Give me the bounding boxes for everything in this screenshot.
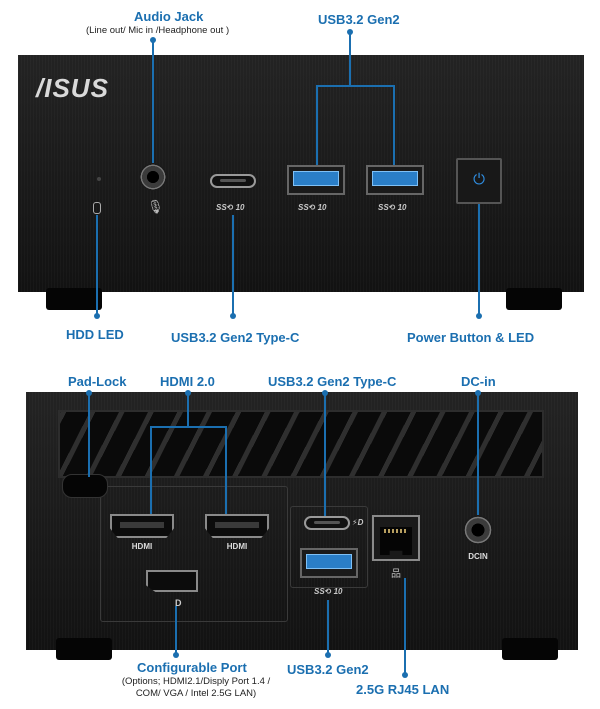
- hdmi-2-label: HDMI: [226, 542, 248, 551]
- usb-gen2-leader-left: [316, 85, 318, 165]
- hdd-led-indicator: [97, 177, 101, 181]
- rear-usba-ss-label: SS⟲ 10: [314, 587, 343, 596]
- hdmi-port-1: [110, 514, 174, 538]
- hdd-led-leader: [96, 215, 98, 315]
- vent-grille: [58, 410, 544, 478]
- hdd-icon: [93, 202, 101, 214]
- configurable-subtitle: (Options; HDMI2.1/Disply Port 1.4 / COM/…: [121, 676, 271, 699]
- hdmi-1-label: HDMI: [131, 542, 153, 551]
- dcin-jack: [463, 515, 493, 545]
- dcin-label: DCIN: [468, 552, 488, 561]
- displayport: [146, 570, 198, 592]
- lan-leader: [404, 578, 406, 676]
- rear-usbc-callout: USB3.2 Gen2 Type-C: [268, 374, 397, 389]
- power-dot: [476, 313, 482, 319]
- front-usbc-callout: USB3.2 Gen2 Type-C: [171, 330, 300, 345]
- rear-usbc-port: [304, 516, 350, 530]
- lan-icon: 品: [391, 569, 401, 580]
- hdmi-leader-main: [187, 393, 189, 427]
- configurable-dot: [173, 652, 179, 658]
- displayport-icon: D: [175, 598, 182, 608]
- usb-gen2-leader-right: [393, 85, 395, 165]
- configurable-leader: [175, 606, 177, 654]
- front-usba-port-1: [287, 165, 345, 195]
- power-callout: Power Button & LED: [407, 330, 535, 345]
- hdmi-callout: HDMI 2.0: [160, 374, 215, 389]
- headset-mic-icon: 🎙: [147, 199, 164, 214]
- lan-callout: 2.5G RJ45 LAN: [356, 682, 450, 697]
- lan-dot: [402, 672, 408, 678]
- usb-gen2-leader-main: [349, 32, 351, 86]
- front-usbc-ss-label: SS⟲ 10: [216, 203, 245, 212]
- front-usbc-dot: [230, 313, 236, 319]
- configurable-port-panel: [100, 486, 288, 622]
- io-panel: [290, 506, 368, 588]
- audio-jack-callout: Audio Jack: [134, 9, 204, 24]
- power-button[interactable]: ⏻: [456, 158, 502, 204]
- rear-foot-right: [502, 638, 558, 660]
- audio-jack: [139, 163, 167, 191]
- pad-lock-leader: [88, 393, 90, 477]
- hdmi-leader-left: [150, 426, 152, 514]
- hdmi-leader-right: [225, 426, 227, 514]
- usb-gen2-leader-bar: [316, 85, 395, 87]
- rear-usba-leader: [327, 600, 329, 654]
- rear-usbc-ss-label: ⚡D: [352, 518, 364, 527]
- asus-logo: /ISUS: [36, 73, 109, 103]
- audio-jack-subtitle: (Line out/ Mic in /Headphone out ): [86, 25, 230, 36]
- rear-usbc-leader: [324, 393, 326, 516]
- rear-foot-left: [56, 638, 112, 660]
- hdmi-port-2: [205, 514, 269, 538]
- front-usbc-leader: [232, 215, 234, 315]
- front-usba-2-ss-label: SS⟲ 10: [378, 203, 407, 212]
- front-foot-right: [506, 288, 562, 310]
- power-icon: ⏻: [473, 171, 485, 188]
- hdd-led-callout: HDD LED: [66, 327, 124, 342]
- usb-gen2-callout: USB3.2 Gen2: [318, 12, 400, 27]
- configurable-callout: Configurable Port: [137, 660, 247, 675]
- hdmi-leader-bar: [150, 426, 227, 428]
- dcin-leader: [477, 393, 479, 515]
- audio-jack-dot: [150, 37, 156, 43]
- rear-usba-port: [300, 548, 358, 578]
- hdd-led-dot: [94, 313, 100, 319]
- rj45-port: [372, 515, 420, 561]
- pad-lock-callout: Pad-Lock: [68, 374, 127, 389]
- dcin-callout: DC-in: [461, 374, 496, 389]
- front-usba-1-ss-label: SS⟲ 10: [298, 203, 327, 212]
- rear-usba-callout: USB3.2 Gen2: [287, 662, 369, 677]
- front-usbc-port: [210, 174, 256, 188]
- front-usba-port-2: [366, 165, 424, 195]
- audio-jack-leader: [152, 40, 154, 163]
- rear-usba-dot: [325, 652, 331, 658]
- front-foot-left: [46, 288, 102, 310]
- power-leader: [478, 204, 480, 316]
- pad-lock: [62, 474, 108, 498]
